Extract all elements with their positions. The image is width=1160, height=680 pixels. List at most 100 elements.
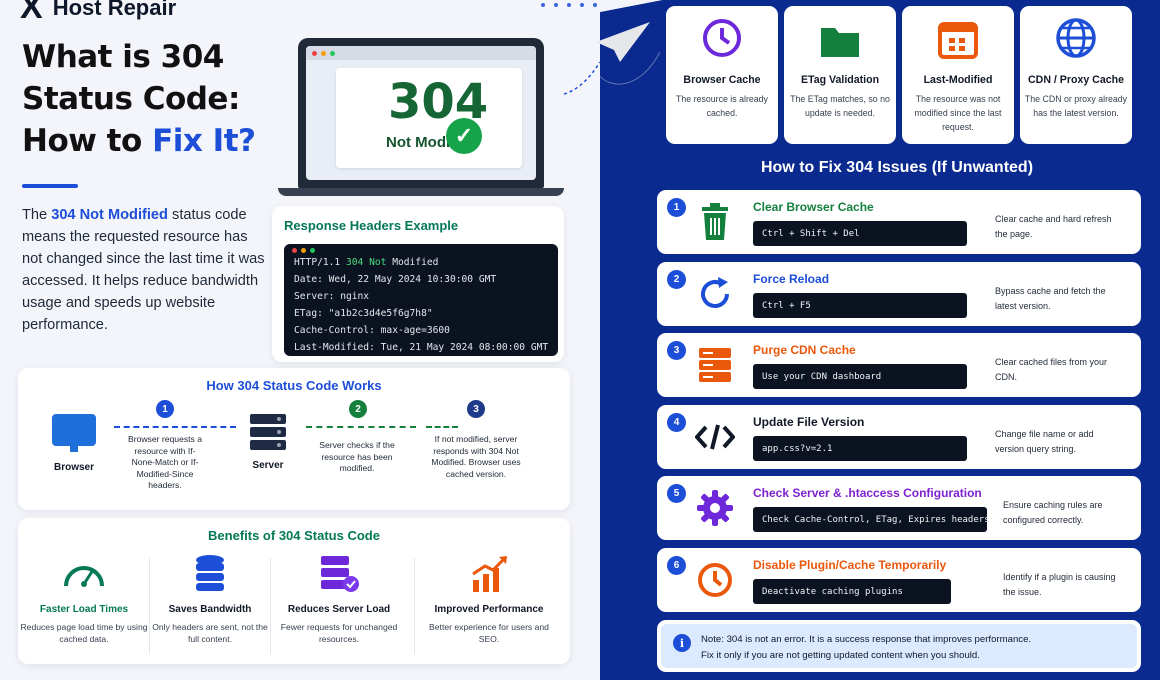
server-label: Server: [252, 460, 284, 471]
fix-number-badge: 6: [667, 556, 686, 575]
growth-chart-icon: [472, 556, 507, 592]
fix-title: Clear Browser Cache: [753, 200, 874, 214]
benefit-faster-load: Faster Load Times Reduces page load time…: [20, 552, 148, 645]
arrow-server-check: [306, 426, 416, 428]
fix-command: Use your CDN dashboard: [753, 364, 967, 389]
step-3-text: If not modified, server responds with 30…: [431, 434, 521, 479]
benefit-reduces-load: Reduces Server Load Fewer requests for u…: [274, 552, 404, 645]
benefit-desc: Only headers are sent, not the full cont…: [152, 622, 268, 644]
browser-label: Browser: [53, 462, 94, 473]
note-line-2: Fix it only if you are not getting updat…: [701, 650, 980, 661]
reason-name: CDN / Proxy Cache: [1028, 74, 1124, 86]
calendar-icon: [938, 22, 978, 59]
reason-cdn: CDN / Proxy Cache The CDN or proxy alrea…: [1020, 6, 1132, 144]
title-line-3: How to Fix It?: [22, 120, 282, 162]
browser-bar: [306, 46, 536, 60]
note-text: Note: 304 is not an error. It is a succe…: [701, 632, 1031, 664]
brand-name: Host Repair: [52, 0, 177, 20]
fix-title: Disable Plugin/Cache Temporarily: [753, 558, 947, 572]
fix-command: Check Cache-Control, ETag, Expires heade…: [753, 507, 990, 532]
laptop-screen: 304 Not Modified: [298, 38, 544, 188]
server-check-icon: [321, 556, 359, 592]
reason-name: Last-Modified: [923, 74, 993, 86]
trash-icon: [702, 203, 728, 240]
fix-description: Change file name or add version query st…: [995, 429, 1094, 454]
reason-desc: The resource was not modified since the …: [914, 94, 1002, 132]
terminal-line: Server: nginx: [294, 291, 370, 302]
fix-description: Clear cache and hard refresh the page.: [995, 214, 1112, 239]
title-underline: [22, 184, 78, 188]
folder-icon: [821, 28, 859, 57]
benefit-name: Reduces Server Load: [287, 604, 391, 615]
fix-item-disable-plugin: 6 Disable Plugin/Cache Temporarily Deact…: [657, 548, 1141, 612]
terminal-line: Date: Wed, 22 May 2024 10:30:00 GMT: [294, 274, 497, 285]
fix-heading: How to Fix 304 Issues (If Unwanted): [760, 159, 1034, 176]
fix-title: Purge CDN Cache: [753, 343, 856, 357]
arrow-browser-to-server: [114, 426, 236, 428]
page-title: What is 304 Status Code: How to Fix It?: [22, 36, 282, 162]
step-2-badge: 2: [349, 400, 367, 418]
check-icon: ✓: [446, 118, 482, 154]
laptop-base: [278, 188, 564, 196]
fix-description: Identify if a plugin is causing the issu…: [1003, 572, 1116, 597]
benefit-desc: Better experience for users and SEO.: [429, 622, 549, 644]
fix-number-badge: 5: [667, 484, 686, 503]
benefits-title: Benefits of 304 Status Code: [208, 528, 380, 543]
fix-number-badge: 4: [667, 413, 686, 432]
fix-command: Ctrl + F5: [753, 293, 967, 318]
reason-last-modified: Last-Modified The resource was not modif…: [902, 6, 1014, 144]
intro-pre: The: [22, 207, 52, 223]
brand-logo-icon: X: [20, 0, 43, 26]
fix-number-badge: 3: [667, 341, 686, 360]
fix-number-badge: 1: [667, 198, 686, 217]
paper-plane-icon: [596, 22, 650, 62]
benefit-desc: Fewer requests for unchanged resources.: [280, 622, 398, 644]
title-line-3a: How to: [22, 123, 153, 159]
title-line-2: Status Code:: [22, 81, 240, 117]
database-icon: [196, 555, 224, 591]
fix-command: app.css?v=2.1: [753, 436, 967, 461]
fix-command: Ctrl + Shift + Del: [753, 221, 967, 246]
fix-item-clear-cache: 1 Clear Browser Cache Ctrl + Shift + Del…: [657, 190, 1141, 254]
fix-command: Deactivate caching plugins: [753, 579, 951, 604]
intro-highlight: 304 Not Modified: [51, 207, 168, 223]
arrow-server-to-browser: [426, 426, 458, 428]
speedometer-icon: [64, 566, 104, 587]
gear-icon: [697, 490, 733, 526]
benefit-name: Saves Bandwidth: [168, 604, 252, 615]
fix-item-check-server: 5 Check Server & .htaccess Configuration…: [657, 476, 1141, 540]
server-icon: [250, 414, 286, 450]
how-it-works-title: How 304 Status Code Works: [206, 378, 382, 393]
step-2-text: Server checks if the resource has been m…: [319, 440, 395, 473]
info-icon: i: [673, 634, 691, 652]
terminal-line-status: HTTP/1.1 304 Not Modified: [294, 257, 439, 268]
laptop-illustration: 304 Not Modified ✓: [278, 38, 564, 198]
note-inner: i Note: 304 is not an error. It is a suc…: [661, 624, 1137, 668]
fix-title: Update File Version: [753, 415, 865, 429]
server-node: Server: [238, 414, 298, 471]
terminal: HTTP/1.1 304 Not Modified Date: Wed, 22 …: [284, 244, 558, 356]
how-it-works-card: How 304 Status Code Works Browser Server…: [18, 368, 570, 510]
reason-desc: The CDN or proxy already has the latest …: [1024, 94, 1128, 118]
step-1-text: Browser requests a resource with If-None…: [127, 434, 203, 490]
terminal-line: Cache-Control: max-age=3600: [294, 325, 450, 336]
browser-window: 304 Not Modified: [306, 46, 536, 180]
note-card: i Note: 304 is not an error. It is a suc…: [657, 620, 1141, 672]
benefit-saves-bandwidth: Saves Bandwidth Only headers are sent, n…: [146, 552, 274, 645]
reason-browser-cache: Browser Cache The resource is already ca…: [666, 6, 778, 144]
clock-icon: [703, 19, 741, 57]
title-line-1: What is 304: [22, 39, 224, 75]
fix-description: Ensure caching rules are configured corr…: [1003, 500, 1103, 525]
note-line-1: Note: 304 is not an error. It is a succe…: [701, 634, 1032, 645]
response-headers-card: Response Headers Example HTTP/1.1 304 No…: [272, 206, 564, 362]
fix-description: Clear cached files from your CDN.: [995, 357, 1108, 382]
brand: X Host Repair: [20, 0, 176, 27]
terminal-dots: [292, 248, 315, 253]
reason-name: Browser Cache: [683, 74, 761, 86]
step-1-badge: 1: [156, 400, 174, 418]
benefit-name: Improved Performance: [434, 604, 544, 615]
reason-desc: The resource is already cached.: [676, 94, 768, 118]
divider: [149, 558, 150, 654]
response-headers-title: Response Headers Example: [284, 218, 459, 233]
fix-item-update-version: 4 Update File Version app.css?v=2.1 Chan…: [657, 405, 1141, 469]
